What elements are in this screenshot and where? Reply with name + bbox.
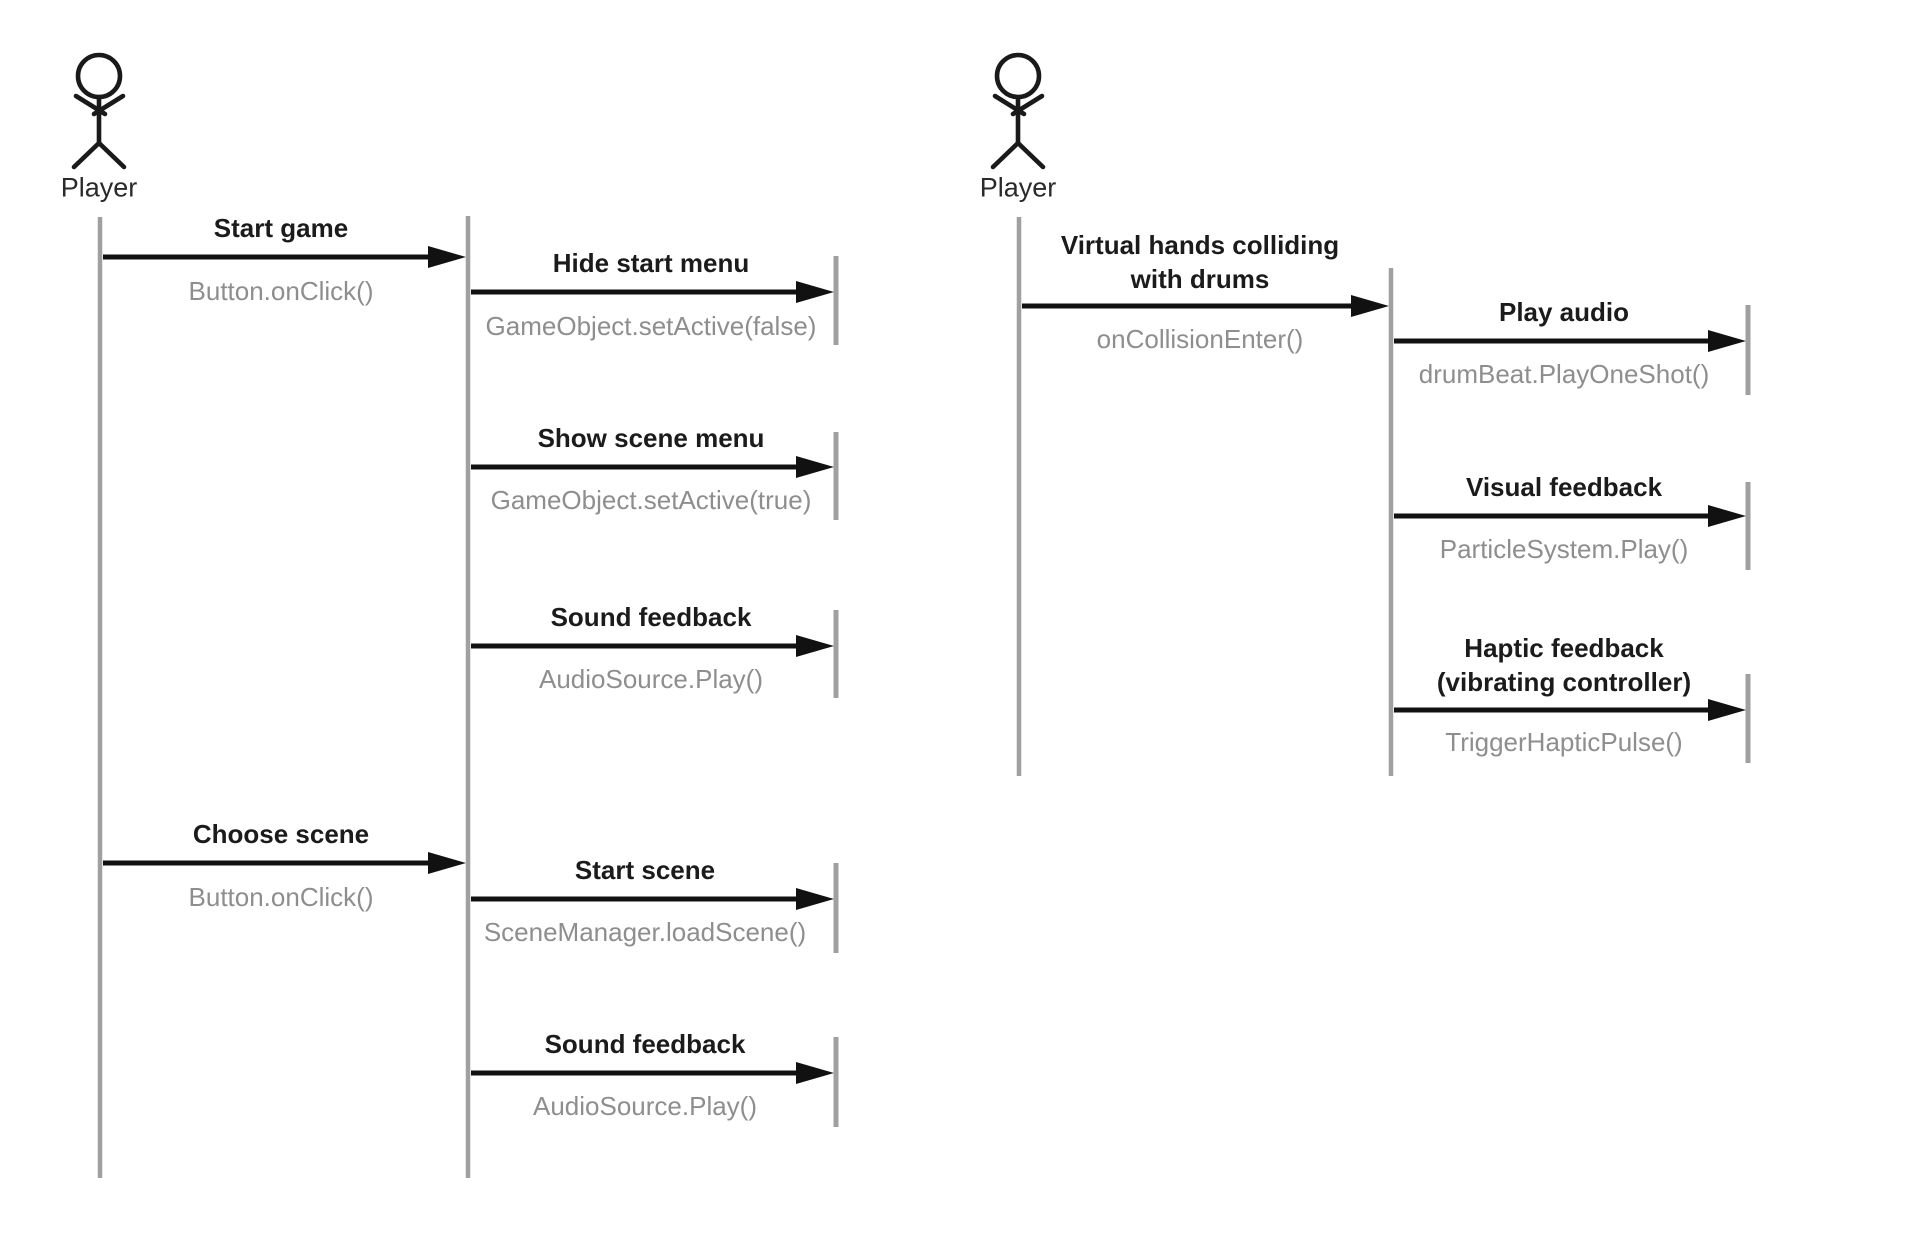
- arrow-visual-feedback: [1394, 505, 1746, 527]
- arrow-start-scene: [471, 888, 834, 910]
- actor-leg-left: [71, 140, 102, 170]
- arrow-play-audio: [1394, 330, 1746, 352]
- arrow-virtual-hands-colliding: [1022, 295, 1389, 317]
- message-method-start-scene: SceneManager.loadScene(): [483, 917, 807, 947]
- message-label-virtual-hands-line1: Virtual hands colliding: [1060, 230, 1340, 260]
- message-method-sound-feedback-2: AudioSource.Play(): [533, 1091, 757, 1121]
- player-actor-icon-right: [990, 52, 1046, 170]
- message-method-visual-feedback: ParticleSystem.Play(): [1439, 534, 1689, 564]
- arrow-choose-scene: [103, 852, 466, 874]
- arrow-show-scene-menu: [471, 456, 834, 478]
- arrow-haptic-feedback: [1394, 699, 1746, 721]
- message-arrows-right: [1022, 295, 1746, 721]
- actor-label-right: Player: [979, 172, 1057, 203]
- message-label-start-scene: Start scene: [574, 855, 716, 885]
- message-label-haptic-feedback-line1: Haptic feedback: [1464, 633, 1664, 663]
- actor-head: [994, 52, 1042, 100]
- actor-leg-right: [96, 140, 127, 170]
- message-label-virtual-hands-line2: with drums: [1130, 264, 1270, 294]
- arrow-hide-start-menu: [471, 281, 834, 303]
- message-label-haptic-feedback-line2: (vibrating controller): [1436, 667, 1692, 697]
- message-method-sound-feedback: AudioSource.Play(): [539, 664, 763, 694]
- message-method-show-scene-menu: GameObject.setActive(true): [490, 485, 812, 515]
- actor-leg-right: [1015, 140, 1046, 170]
- actor-arm-right: [91, 93, 126, 117]
- actor-head: [75, 52, 123, 100]
- actor-leg-left: [990, 140, 1021, 170]
- message-method-haptic-feedback: TriggerHapticPulse(): [1445, 727, 1683, 757]
- message-label-sound-feedback: Sound feedback: [550, 602, 752, 632]
- message-arrows-left: [103, 246, 834, 1084]
- actor-arm-right: [1010, 93, 1045, 117]
- message-label-start-game: Start game: [213, 213, 349, 243]
- message-method-hide-start-menu: GameObject.setActive(false): [485, 311, 817, 341]
- actor-label-left: Player: [60, 172, 138, 203]
- arrow-sound-feedback-2: [471, 1062, 834, 1084]
- message-method-start-game: Button.onClick(): [188, 276, 374, 306]
- message-method-choose-scene: Button.onClick(): [188, 882, 374, 912]
- message-label-play-audio: Play audio: [1498, 297, 1630, 327]
- arrow-sound-feedback: [471, 635, 834, 657]
- message-label-visual-feedback: Visual feedback: [1465, 472, 1663, 502]
- arrow-start-game: [103, 246, 466, 268]
- message-label-sound-feedback-2: Sound feedback: [544, 1029, 746, 1059]
- message-label-hide-start-menu: Hide start menu: [552, 248, 750, 278]
- message-method-play-audio: drumBeat.PlayOneShot(): [1418, 359, 1710, 389]
- message-label-choose-scene: Choose scene: [192, 819, 370, 849]
- player-actor-icon-left: [71, 52, 127, 170]
- message-method-virtual-hands: onCollisionEnter(): [1096, 324, 1304, 354]
- message-label-show-scene-menu: Show scene menu: [537, 423, 765, 453]
